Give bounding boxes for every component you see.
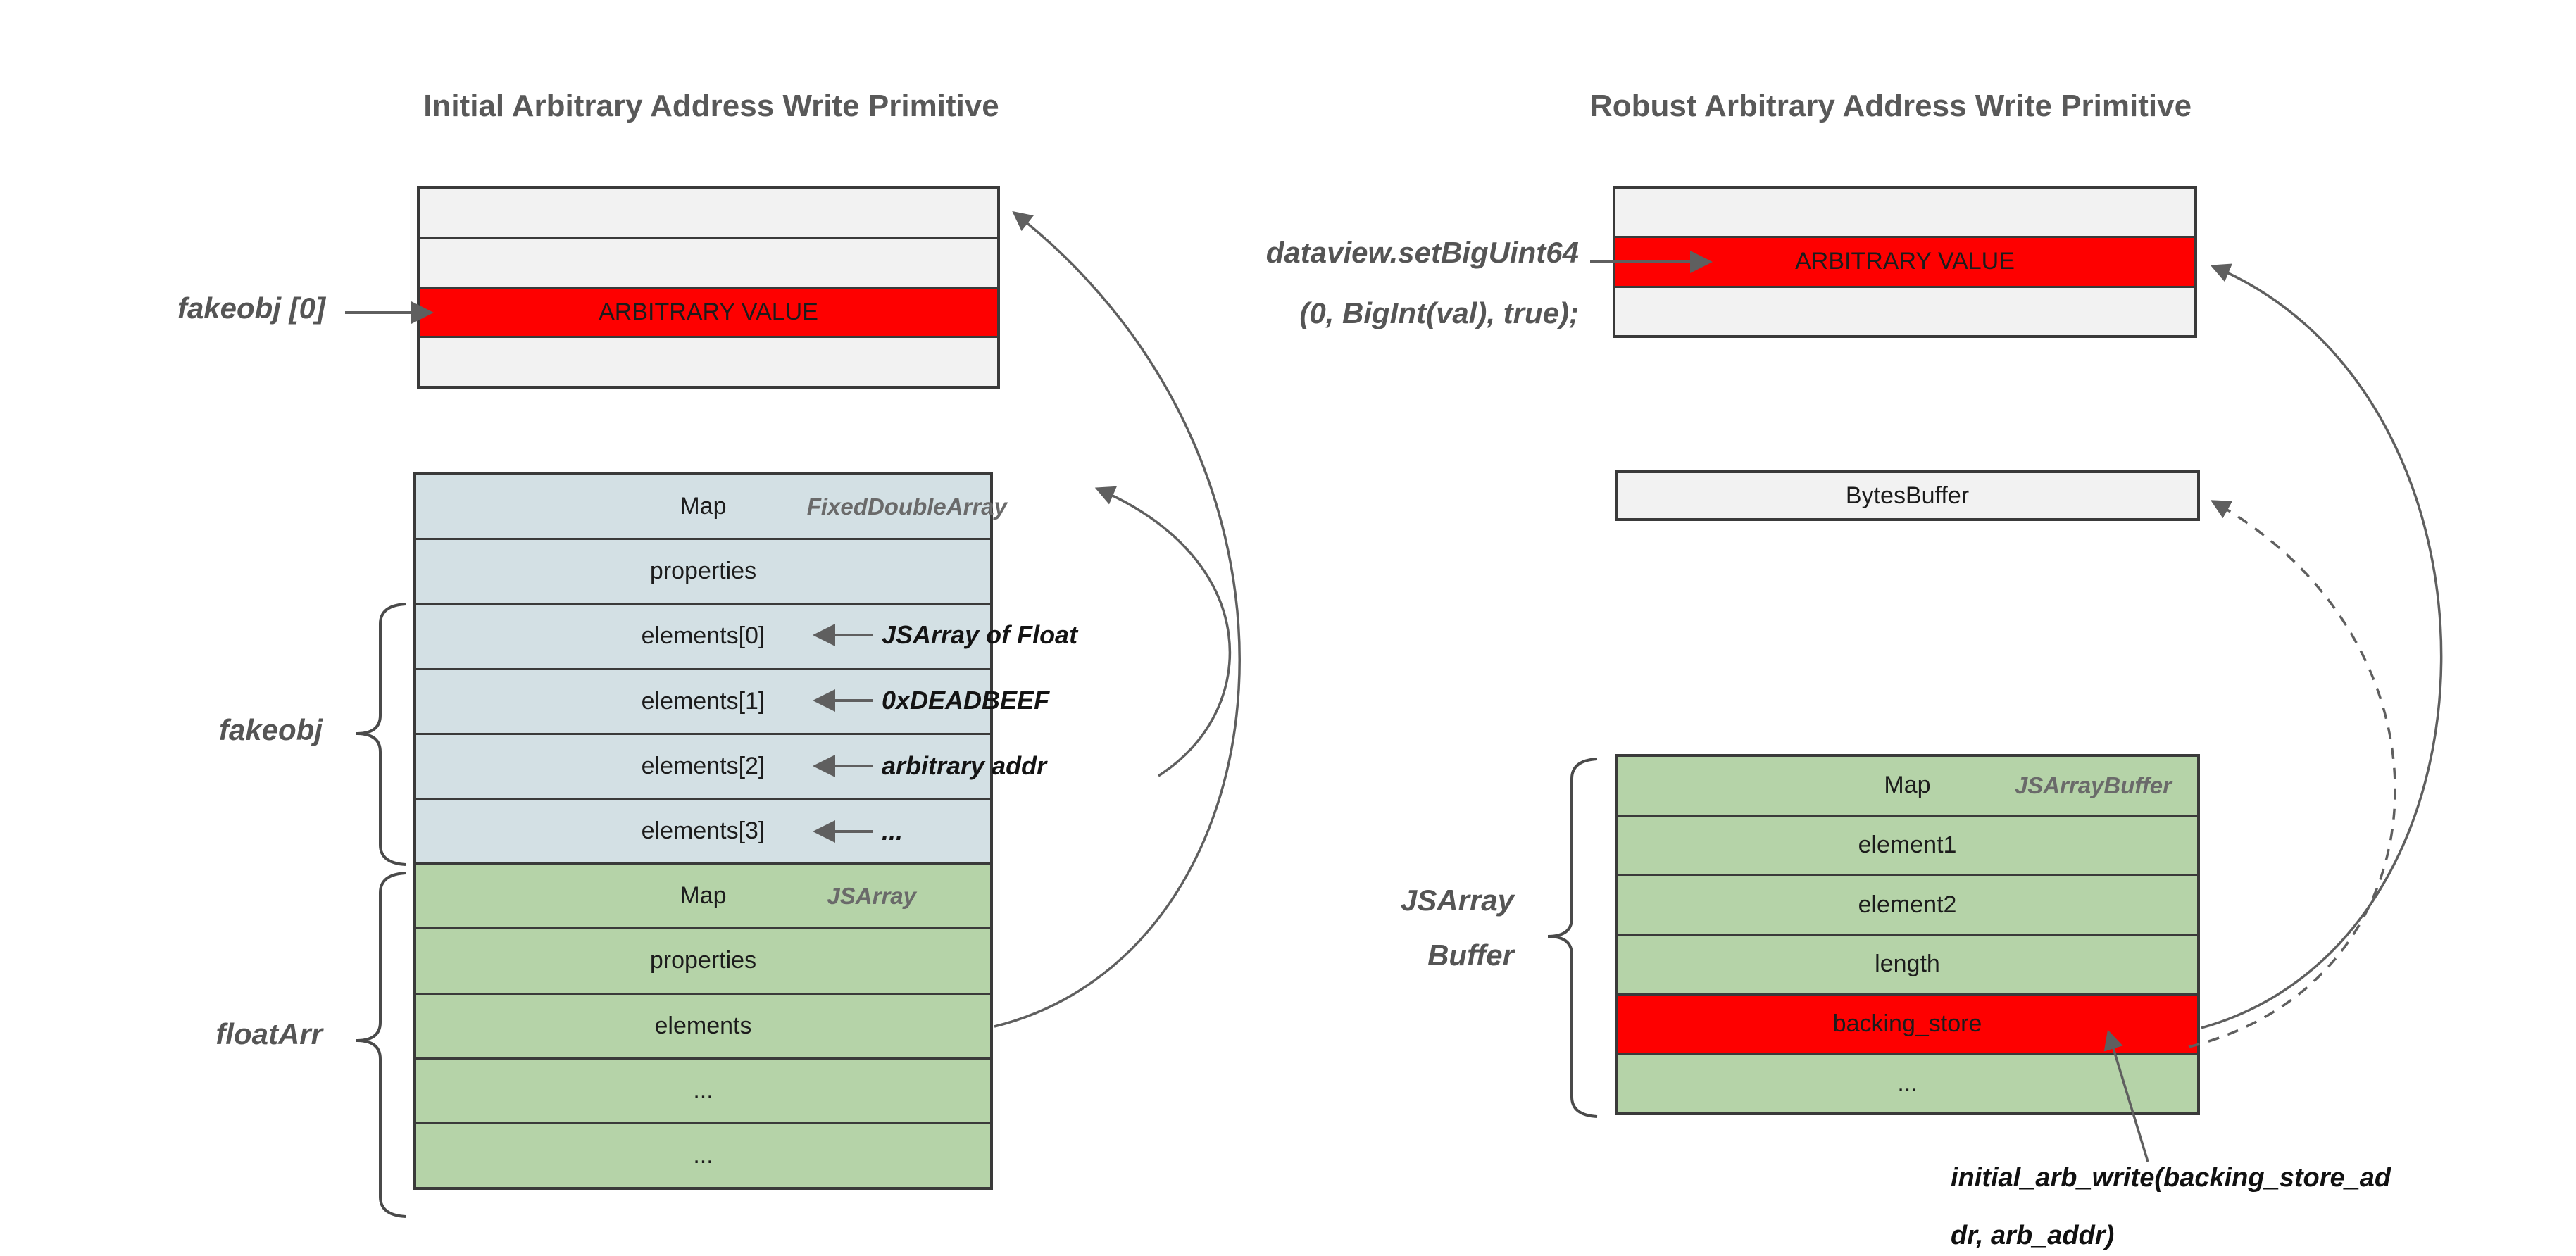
right-target-memory-box: ARBITRARY VALUE [1613,186,2197,338]
fixeddoublearray-type-label: FixedDoubleArray [806,493,1007,520]
elements2-row: elements[2] [416,732,990,798]
properties-row: properties [416,927,990,993]
properties-row: properties [416,538,990,603]
backingstore-to-bytesbuffer-dashed-curve [2188,500,2396,1048]
map-row: Map FixedDoubleArray [416,475,1007,539]
jsarray-type-label: JSArray [827,882,916,909]
arbitraryaddr-to-map-curve [1094,486,1232,777]
jsarray-buffer-brace [1547,758,1598,1118]
callout-line2: dr, arb_addr) [1951,1221,2115,1250]
backingstore-to-arbitraryvalue-curve [2201,263,2443,1029]
annotation-jsarray-of-float: JSArray of Float [882,620,1078,649]
arbitrary-value-row: ARBITRARY VALUE [1615,236,2194,286]
annotation-arbitrary-addr: arbitrary addr [882,751,1047,780]
annotation-ellipsis: ... [882,817,904,846]
memory-row [420,236,997,287]
dataview-call-line2: (0, BigInt(val), true); [1299,296,1579,329]
bytesbuffer-box: BytesBuffer [1615,470,2200,521]
floatarr-brace [356,872,406,1218]
map-label: Map [1884,772,1931,799]
bytesbuffer-row: BytesBuffer [1618,473,2197,518]
memory-row [1615,189,2194,237]
elements0-row: elements[0] [416,603,990,668]
map-label: Map [680,882,727,910]
ellipsis-row: ... [1618,1053,2197,1113]
memory-row [1615,285,2194,335]
jsarray-buffer-line1: JSArray [1400,884,1514,917]
element2-row: element2 [1618,874,2197,934]
element1-row: element1 [1618,814,2197,874]
length-row: length [1618,934,2197,993]
backing-store-row: backing_store [1618,993,2197,1053]
map-label: Map [680,493,727,520]
fakeobj-index-label: fakeobj [0] [177,291,325,325]
left-diagram-title: Initial Arbitrary Address Write Primitiv… [423,89,999,123]
left-target-memory-box: ARBITRARY VALUE [417,186,1000,389]
elements-row: elements [416,992,990,1057]
map-row: Map JSArray [416,862,990,928]
dataview-call-label: dataview.setBigUint64 (0, BigInt(val), t… [1266,222,1579,344]
floatarr-brace-label: floatArr [215,1017,323,1050]
left-object-table: Map FixedDoubleArray properties elements… [413,472,1007,1190]
elements3-row: elements[3] [416,797,990,863]
ellipsis-row: ... [416,1122,990,1188]
right-object-table: Map JSArrayBuffer element1 element2 leng… [1615,754,2200,1115]
elements1-row: elements[1] [416,667,990,733]
fakeobj-brace [356,603,406,866]
map-row: Map JSArrayBuffer [1618,757,2197,815]
initial-arb-write-callout: initial_arb_write(backing_store_ad dr, a… [1951,1149,2391,1256]
ellipsis-row: ... [416,1057,990,1122]
jsarray-buffer-line2: Buffer [1427,938,1514,972]
fakeobj-brace-label: fakeobj [218,713,323,746]
dataview-call-line1: dataview.setBigUint64 [1265,236,1579,269]
memory-row [420,336,997,386]
memory-row [420,189,997,237]
callout-line1: initial_arb_write(backing_store_ad [1951,1163,2391,1193]
right-diagram-title: Robust Arbitrary Address Write Primitive [1589,89,2192,123]
annotation-deadbeef: 0xDEADBEEF [882,686,1050,715]
arbitrary-value-row: ARBITRARY VALUE [420,286,997,337]
jsarraybuffer-type-label: JSArrayBuffer [2014,772,2172,798]
jsarray-buffer-brace-label: JSArray Buffer [1401,873,1514,983]
